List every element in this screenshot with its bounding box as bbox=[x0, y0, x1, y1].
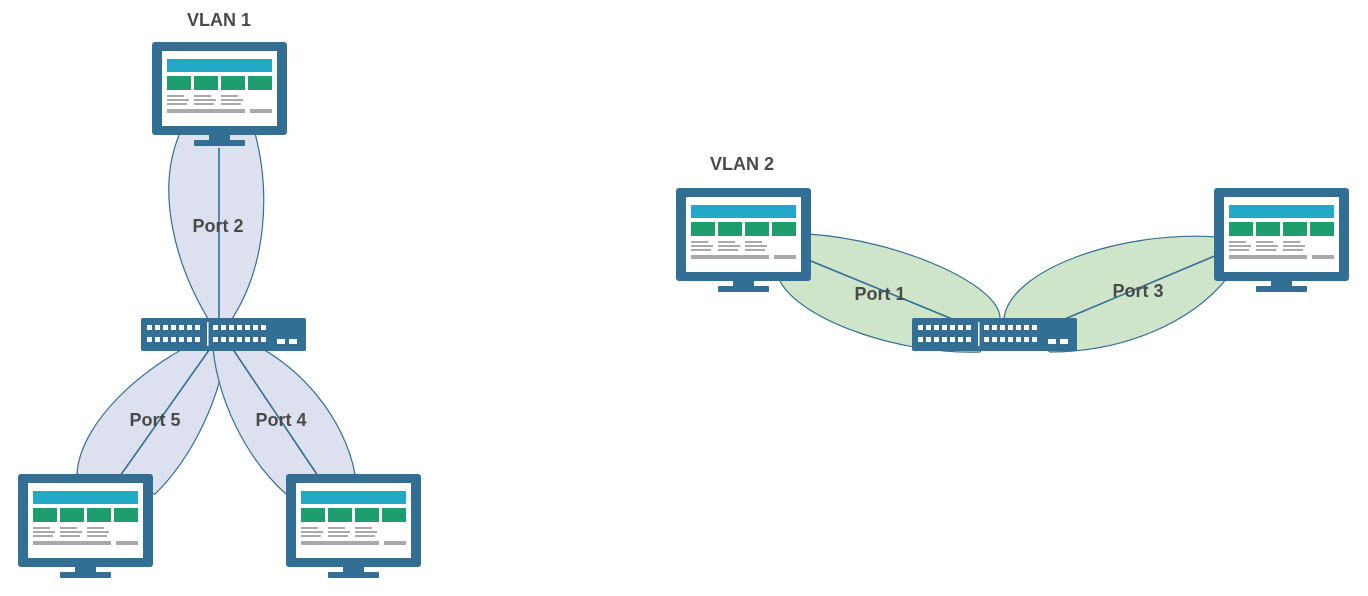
port-1-label: Port 1 bbox=[854, 284, 905, 304]
port-3-label: Port 3 bbox=[1112, 281, 1163, 301]
port-5-label: Port 5 bbox=[129, 410, 180, 430]
vlan2-group: VLAN 2 Port 1 Port 3 bbox=[676, 154, 1349, 353]
port-2-label: Port 2 bbox=[192, 216, 243, 236]
monitor-icon bbox=[152, 42, 287, 146]
vlan1-group: VLAN 1 Port 2 Port 5 Port 4 bbox=[18, 10, 421, 578]
port-4-link bbox=[223, 335, 319, 477]
vlan2-title: VLAN 2 bbox=[710, 154, 774, 174]
monitor-icon bbox=[676, 188, 811, 292]
monitor-icon bbox=[286, 474, 421, 578]
port-1-link bbox=[805, 258, 963, 324]
port-4-lobe bbox=[211, 335, 356, 495]
monitor-icon bbox=[18, 474, 153, 578]
network-switch-icon bbox=[912, 318, 1077, 351]
port-5-link bbox=[119, 335, 220, 477]
network-switch-icon bbox=[141, 318, 306, 351]
vlan1-title: VLAN 1 bbox=[187, 10, 251, 30]
monitor-icon bbox=[1214, 188, 1349, 292]
port-3-link bbox=[1059, 254, 1218, 322]
port-4-label: Port 4 bbox=[255, 410, 306, 430]
